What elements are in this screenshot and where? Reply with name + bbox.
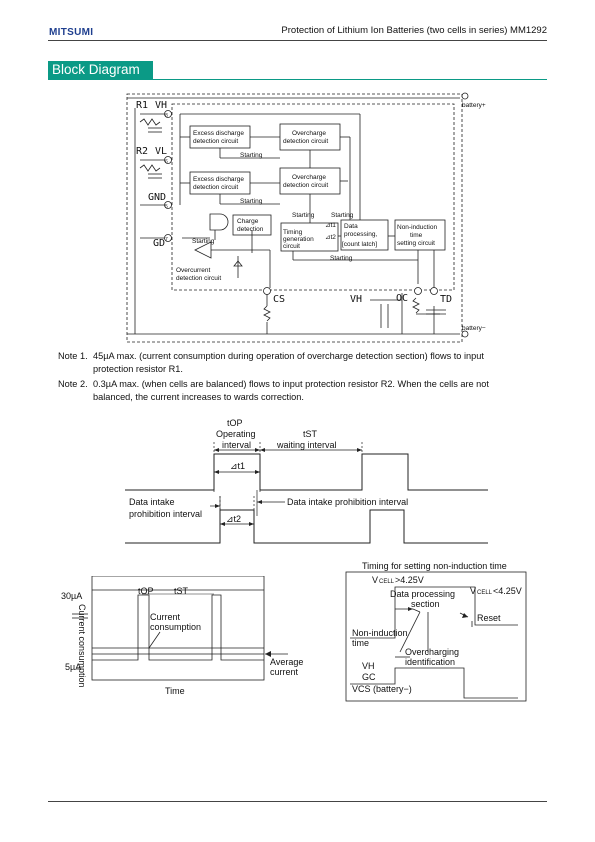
overcharge-1-line2: detection circuit: [283, 138, 328, 145]
chart-title: Timing for setting non-induction time: [362, 561, 507, 571]
non-induction-line2: time: [410, 232, 423, 239]
block-diagram: 8 6 5 7 R1 VH R2 VL GND GD CS VH OC TD b…: [126, 92, 486, 343]
starting-label-4: Starting: [331, 212, 354, 219]
y-bottom-label: 5µA: [65, 662, 81, 672]
data-intake-right-label: Data intake prohibition interval: [287, 497, 408, 507]
footer-rule: [48, 801, 547, 802]
pin-5-label: 5: [165, 204, 168, 210]
y-top-label: 30µA: [61, 591, 82, 601]
vcell-gt-rest: >4.25V: [395, 575, 424, 585]
non-induction-line2: time: [352, 638, 369, 648]
section-title: Block Diagram: [52, 62, 140, 77]
starting-label-3: Starting: [292, 212, 315, 219]
vh-label: VH: [362, 661, 375, 671]
battery-minus-label: battery−: [462, 325, 486, 332]
note-2-text: 0.3µA max. (when cells are balanced) flo…: [93, 379, 489, 389]
gnd-label: GND: [148, 192, 166, 203]
data-processing-line1: Data processing: [390, 589, 455, 599]
top-label: tOP: [227, 418, 243, 428]
cs-label: CS: [273, 294, 285, 305]
vcell-lt-v: V: [470, 586, 476, 596]
y-axis-label: Current consumption: [77, 604, 87, 688]
data-processing-line1: Data: [344, 223, 358, 230]
starting-label-6: Starting: [330, 255, 353, 262]
non-induction-timing-chart: Timing for setting non-induction time V …: [345, 561, 527, 702]
starting-label-1: Starting: [240, 152, 263, 159]
excess-discharge-1-line1: Excess discharge: [193, 130, 244, 137]
excess-discharge-1-line2: detection circuit: [193, 138, 238, 145]
t2-label: ⊿t2: [325, 234, 336, 241]
average-current-line1: Average: [270, 657, 303, 667]
overcharge-2-line1: Overcharge: [292, 174, 326, 181]
t1-dimension-label: ⊿t1: [230, 461, 245, 471]
average-current-line2: current: [270, 667, 299, 677]
current-consumption-line1: Current: [150, 612, 181, 622]
current-consumption-chart: 30µA 5µA Current consumption tOP tST Cur…: [61, 576, 303, 696]
overcharge-2-line2: detection circuit: [283, 182, 328, 189]
t1-label: ⊿t1: [325, 222, 336, 229]
charge-detection-line2: detection: [237, 226, 264, 233]
top-label: tOP: [138, 586, 154, 596]
x-axis-label: Time: [165, 686, 185, 696]
header-rule: [48, 40, 547, 41]
t2-dimension-label: ⊿t2: [226, 514, 241, 524]
r2-label: R2: [136, 146, 148, 157]
charge-detection-line1: Charge: [237, 218, 259, 225]
note-1-label: Note 1.: [58, 351, 88, 361]
vl-label: VL: [155, 146, 167, 157]
pin-7-label: 7: [165, 237, 168, 243]
vcell-lt-rest: <4.25V: [493, 586, 522, 596]
current-consumption-line2: consumption: [150, 622, 201, 632]
tst-label: tST: [174, 586, 189, 596]
starting-label-5: Starting: [192, 238, 215, 245]
battery-plus-label: battery+: [462, 102, 486, 109]
pin-6-label: 6: [165, 159, 168, 165]
overcharge-1-line1: Overcharge: [292, 130, 326, 137]
timing-line3: circuit: [283, 243, 300, 250]
vh-output-label: VH: [350, 294, 362, 305]
overcharging-line2: identification: [405, 657, 455, 667]
vh-label: VH: [155, 100, 167, 111]
excess-discharge-2-line2: detection circuit: [193, 184, 238, 191]
document-title: Protection of Lithium Ion Batteries (two…: [281, 25, 547, 36]
starting-label-2: Starting: [240, 198, 263, 205]
tst-label: tST: [303, 429, 318, 439]
note-1-continuation: protection resistor R1.: [93, 364, 183, 374]
gc-label: GC: [362, 672, 376, 682]
note-2-continuation: balanced, the current increases to wards…: [93, 392, 304, 402]
timing-line1: Timing: [283, 229, 303, 236]
excess-discharge-2-line1: Excess discharge: [193, 176, 244, 183]
data-intake-left-line1: Data intake: [129, 497, 175, 507]
non-induction-line1: Non-induction: [352, 628, 408, 638]
data-processing-line3: [count latch]: [342, 241, 377, 248]
section-title-bar: [48, 61, 153, 80]
overcurrent-line1: Overcurrent: [176, 267, 211, 274]
data-intake-left-line2: prohibition interval: [129, 509, 202, 519]
pin-8-label: 8: [165, 113, 168, 119]
vcell-lt-sub: CELL: [477, 590, 493, 596]
timing-line2: generation: [283, 236, 314, 243]
r1-label: R1: [136, 100, 148, 111]
overcharging-line1: Overcharging: [405, 647, 459, 657]
data-processing-line2: section: [411, 599, 440, 609]
non-induction-line1: Non-induction: [397, 224, 437, 231]
note-2-label: Note 2.: [58, 379, 88, 389]
td-label: TD: [440, 294, 452, 305]
section-rule: [48, 79, 547, 80]
timing-chart: tOP Operating interval tST waiting inter…: [125, 418, 488, 544]
waiting-interval-label: waiting interval: [276, 440, 337, 450]
operating-interval-line2: interval: [222, 440, 251, 450]
gd-label: GD: [153, 238, 165, 249]
note-1-text: 45µA max. (current consumption during op…: [93, 351, 484, 361]
mitsumi-logo: MITSUMI: [49, 27, 94, 38]
overcurrent-line2: detection circuit: [176, 275, 221, 282]
vcs-label: VCS (battery−): [352, 684, 412, 694]
data-processing-line2: processing,: [344, 231, 377, 238]
non-induction-line3: setting circuit: [397, 240, 435, 247]
operating-interval-line1: Operating: [216, 429, 256, 439]
vcell-gt-sub: CELL: [379, 579, 395, 585]
vcell-gt-v: V: [372, 575, 378, 585]
reset-label: Reset: [477, 613, 501, 623]
oc-label: OC: [396, 293, 408, 304]
